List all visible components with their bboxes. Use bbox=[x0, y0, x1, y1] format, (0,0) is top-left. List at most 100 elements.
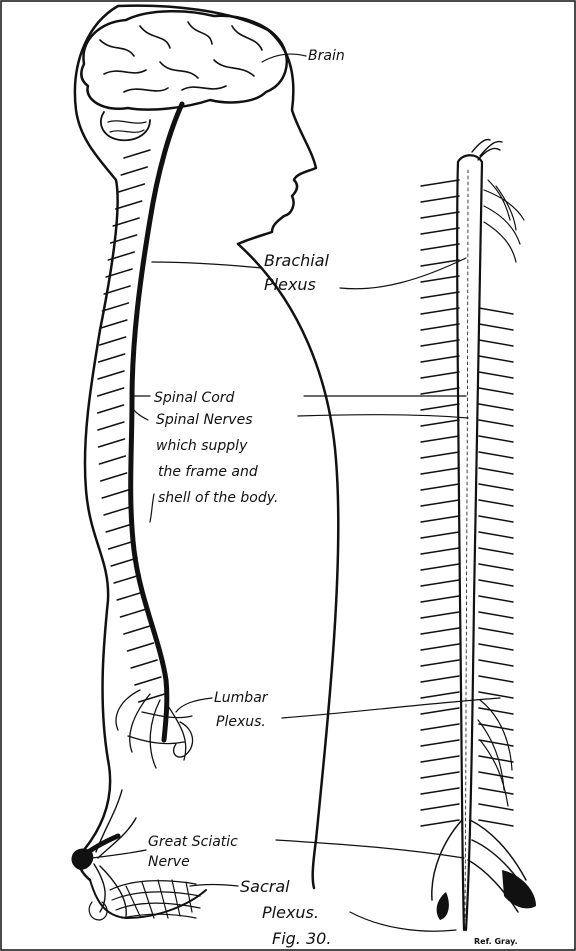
nerve-stroke bbox=[131, 660, 157, 668]
nerve-stroke bbox=[99, 439, 125, 447]
label-brain: Brain bbox=[308, 48, 345, 64]
nerve-stroke bbox=[479, 356, 513, 362]
nerve-stroke bbox=[479, 756, 513, 762]
nerve-stroke bbox=[479, 324, 513, 330]
label-spinal-cord: Spinal Cord bbox=[154, 390, 235, 406]
brain bbox=[81, 11, 286, 140]
nerve-stroke bbox=[421, 484, 459, 490]
label-supply-3: shell of the body. bbox=[158, 490, 278, 506]
nerve-stroke bbox=[479, 644, 513, 650]
label-sacral-plexus: Plexus. bbox=[262, 903, 319, 922]
nerve-stroke bbox=[421, 500, 459, 506]
nerve-stroke bbox=[479, 404, 513, 410]
label-brachial-plexus: Plexus bbox=[264, 275, 316, 294]
nerve-stroke bbox=[421, 388, 459, 394]
nerve-stroke bbox=[421, 468, 459, 474]
nerve-stroke bbox=[421, 644, 459, 650]
nerve-stroke bbox=[421, 308, 459, 314]
nerve-stroke bbox=[479, 820, 513, 826]
nerve-stroke bbox=[479, 436, 513, 442]
nerve-stroke bbox=[98, 388, 124, 396]
nerve-stroke bbox=[421, 292, 459, 298]
nerve-stroke bbox=[421, 212, 459, 218]
nerve-stroke bbox=[479, 692, 513, 698]
nerve-stroke bbox=[479, 564, 513, 570]
nerve-stroke bbox=[98, 422, 124, 430]
nerve-stroke bbox=[104, 507, 130, 515]
nerve-stroke bbox=[117, 592, 143, 600]
nerve-stroke bbox=[479, 500, 513, 506]
nerve-stroke bbox=[421, 676, 459, 682]
nerve-stroke bbox=[101, 320, 127, 328]
nerve-stroke bbox=[421, 180, 459, 186]
lumbar-plexus-drawing bbox=[116, 690, 193, 768]
nerve-stroke bbox=[421, 628, 459, 634]
nerve-stroke bbox=[114, 575, 140, 583]
nerve-stroke bbox=[421, 612, 459, 618]
label-great-sciatic: Great Sciatic bbox=[148, 834, 238, 850]
nerve-stroke bbox=[421, 340, 459, 346]
nerve-stroke bbox=[421, 772, 459, 778]
nerve-stroke bbox=[421, 516, 459, 522]
nerve-stroke bbox=[479, 660, 513, 666]
nerve-stroke bbox=[421, 276, 459, 282]
label-sacral: Sacral bbox=[240, 877, 290, 896]
nerve-stroke bbox=[421, 372, 459, 378]
nerve-stroke bbox=[421, 692, 459, 698]
nerve-stroke bbox=[99, 354, 125, 362]
nerve-stroke bbox=[479, 372, 513, 378]
nerve-stroke bbox=[479, 388, 513, 394]
nerve-stroke bbox=[421, 436, 459, 442]
figure-number: Fig. 30. bbox=[272, 929, 331, 948]
nerve-stroke bbox=[479, 708, 513, 714]
nerve-stroke bbox=[101, 473, 127, 481]
nerve-stroke bbox=[106, 524, 132, 532]
nerve-stroke bbox=[479, 628, 513, 634]
nerve-stroke bbox=[421, 756, 459, 762]
nerve-stroke bbox=[139, 694, 165, 702]
nerve-stroke bbox=[421, 596, 459, 602]
isolated-spinal-cord bbox=[432, 140, 536, 931]
label-supply-1: which supply bbox=[156, 438, 248, 454]
nerve-stroke bbox=[100, 337, 126, 345]
nerve-stroke bbox=[98, 405, 124, 413]
nerve-stroke bbox=[421, 228, 459, 234]
nerve-stroke bbox=[135, 677, 161, 685]
nerve-stroke bbox=[127, 643, 153, 651]
nerve-stroke bbox=[479, 612, 513, 618]
nerve-stroke bbox=[479, 516, 513, 522]
nerve-stroke bbox=[479, 548, 513, 554]
label-supply-2: the frame and bbox=[158, 464, 258, 480]
nerve-stroke bbox=[479, 484, 513, 490]
nerve-stroke bbox=[421, 260, 459, 266]
nerve-stroke bbox=[109, 541, 135, 549]
nerve-stroke bbox=[421, 804, 459, 810]
human-silhouette bbox=[75, 6, 338, 918]
nerve-stroke bbox=[421, 452, 459, 458]
nerve-stroke bbox=[479, 420, 513, 426]
nerve-stroke bbox=[124, 150, 150, 158]
nerve-stroke bbox=[421, 404, 459, 410]
nerve-stroke bbox=[421, 324, 459, 330]
sacral-plexus-drawing bbox=[89, 880, 200, 920]
nerve-stroke bbox=[421, 244, 459, 250]
nerve-stroke bbox=[479, 580, 513, 586]
nerve-stroke bbox=[479, 676, 513, 682]
nerve-stroke bbox=[421, 564, 459, 570]
label-lumbar: Lumbar bbox=[214, 690, 269, 706]
nerve-stroke bbox=[421, 356, 459, 362]
nerve-stroke bbox=[421, 724, 459, 730]
nerve-stroke bbox=[124, 626, 150, 634]
nerve-stroke bbox=[421, 532, 459, 538]
nerve-stroke bbox=[421, 740, 459, 746]
nerve-stroke bbox=[479, 772, 513, 778]
nerve-stroke bbox=[421, 708, 459, 714]
figure-credit: Ref. Gray. bbox=[474, 937, 518, 946]
nerve-stroke bbox=[421, 788, 459, 794]
label-brachial: Brachial bbox=[264, 251, 330, 270]
nerve-stroke bbox=[421, 580, 459, 586]
nerve-stroke bbox=[479, 452, 513, 458]
nerve-stroke bbox=[479, 596, 513, 602]
nerve-stroke bbox=[479, 788, 513, 794]
